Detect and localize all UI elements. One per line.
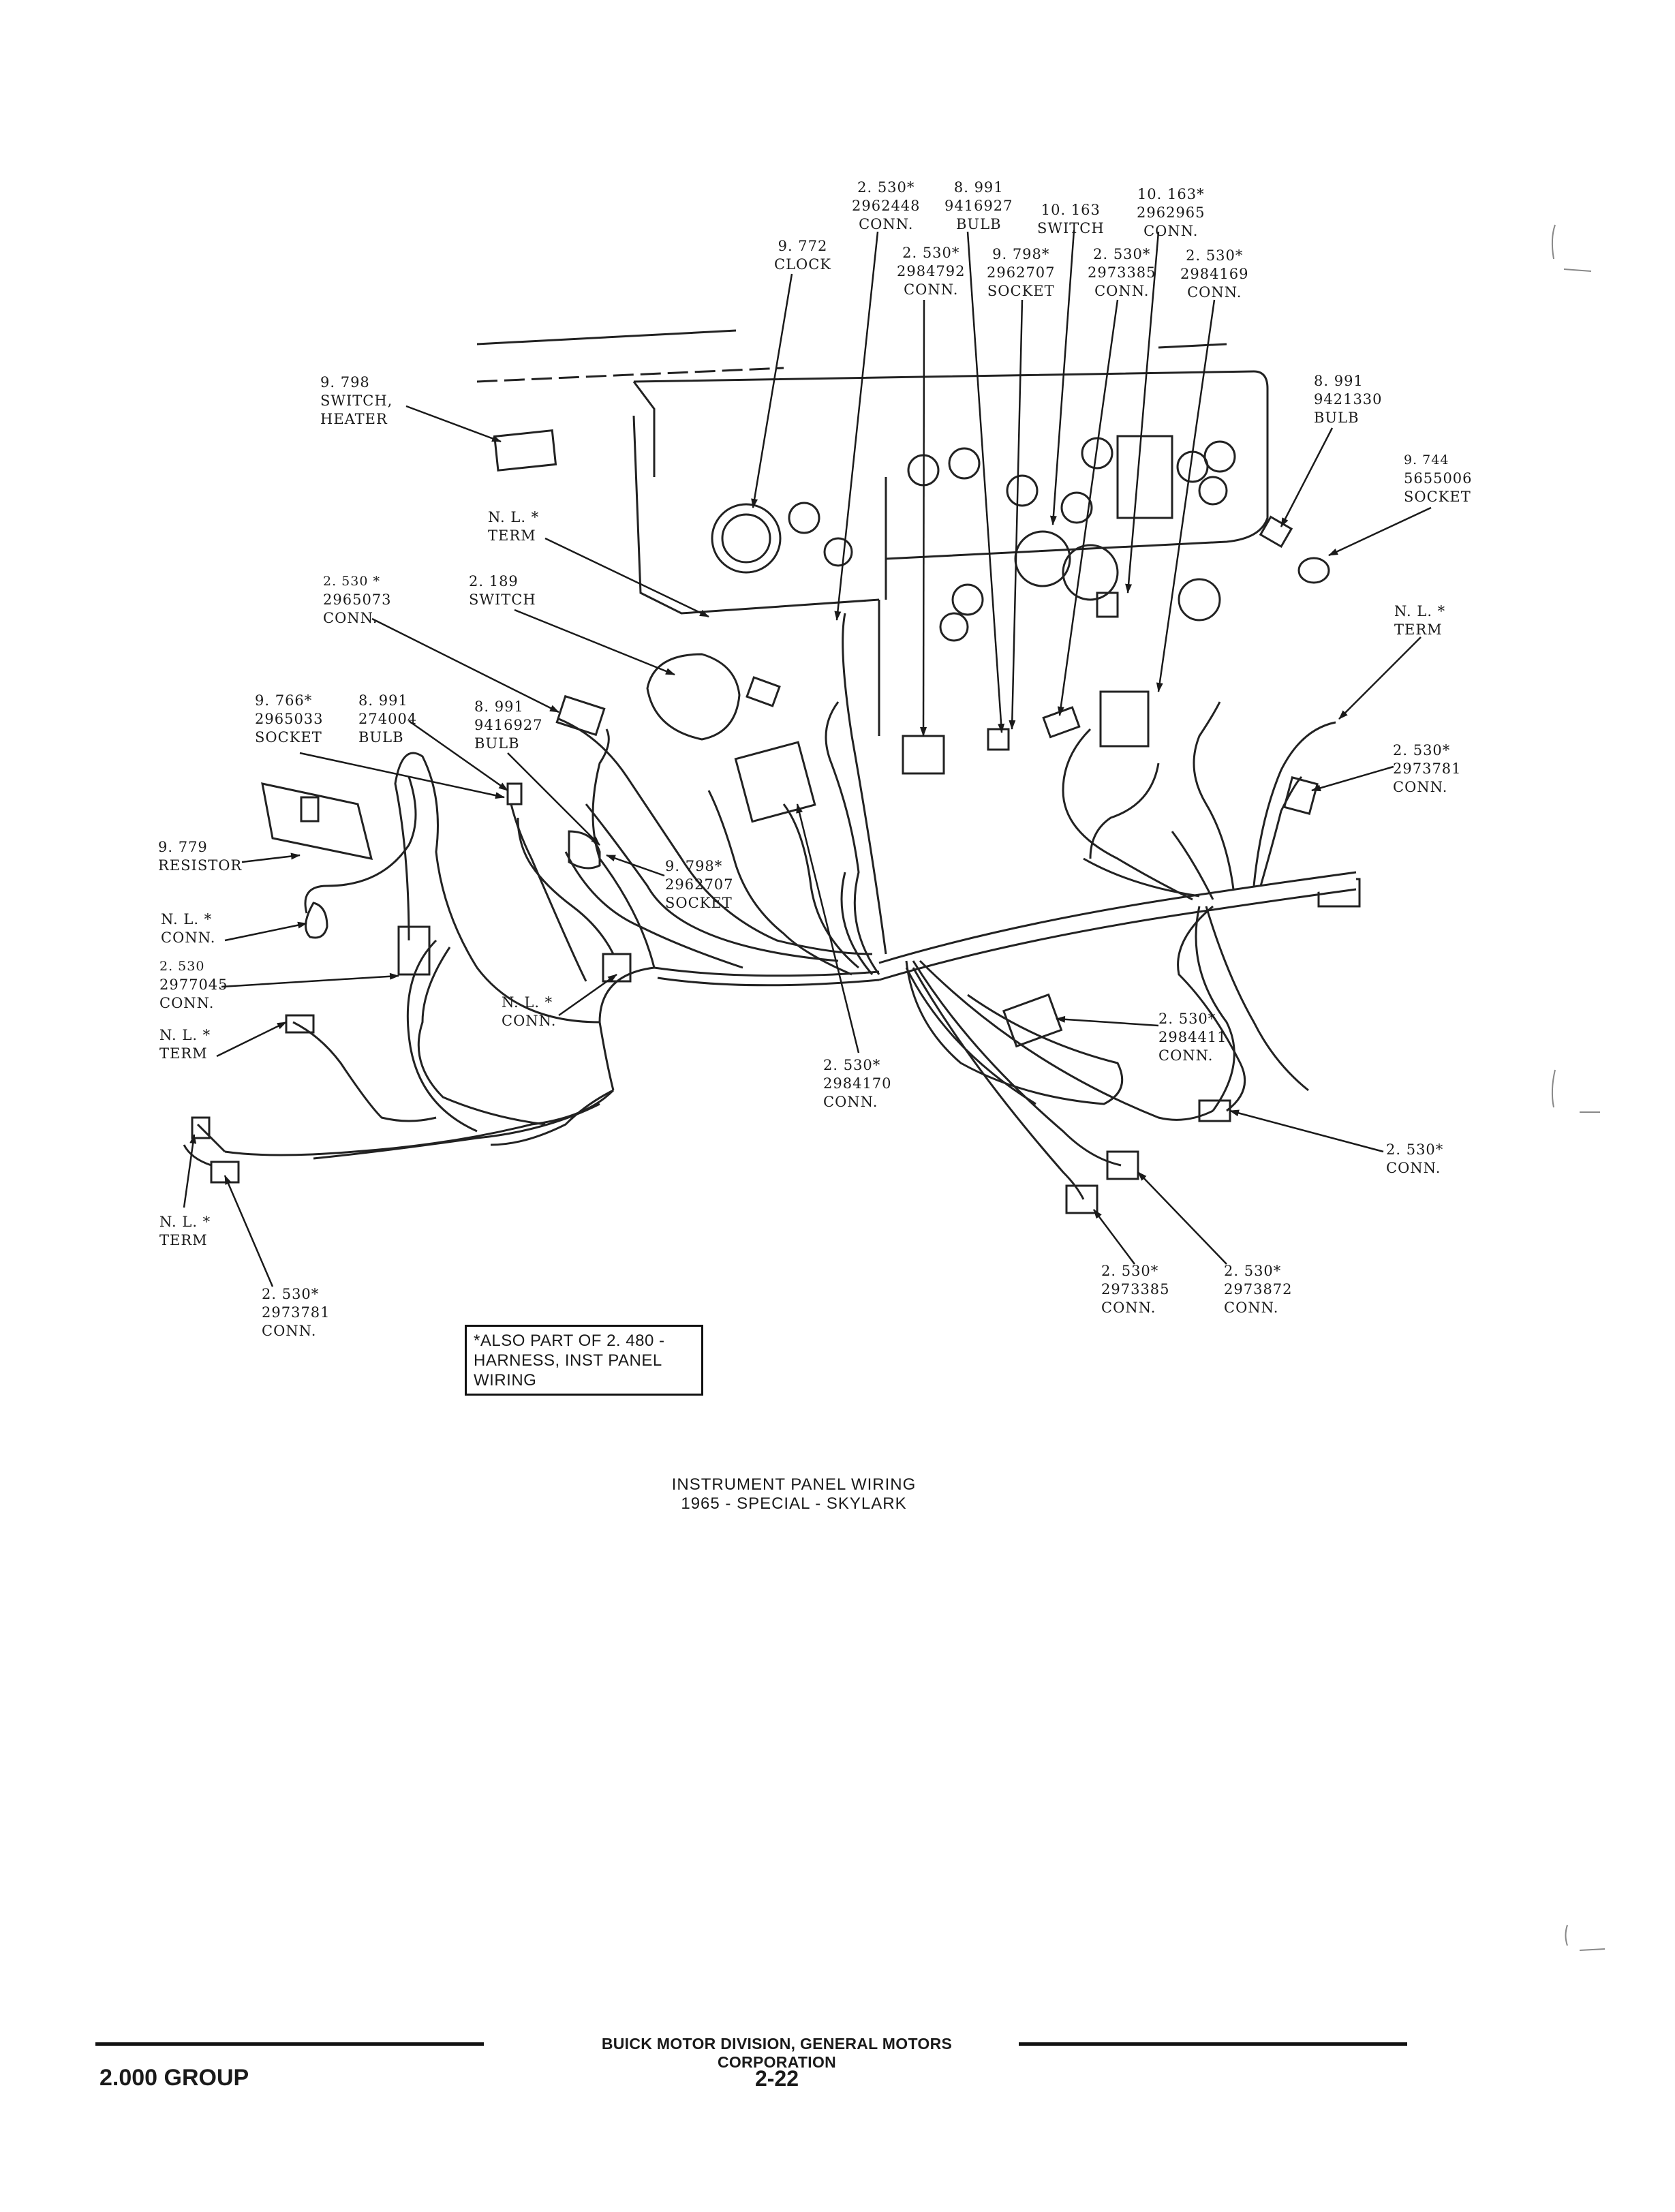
- leader-conn-2973385-top: [1057, 299, 1119, 716]
- margin-marks: [1551, 224, 1605, 1951]
- caption-subtitle: 1965 - SPECIAL - SKYLARK: [681, 1494, 907, 1513]
- leader-bulb-9416927-mid: [507, 752, 600, 846]
- components: [191, 429, 1361, 1214]
- leader-conn-2962965: [1125, 231, 1160, 594]
- leader-conn-2984411: [1056, 1015, 1159, 1027]
- leader-conn-2965073: [371, 617, 559, 713]
- leader-bulb-9416927-top: [966, 231, 1005, 733]
- leader-switch-2189: [514, 609, 675, 676]
- leader-term-left-top: [544, 537, 709, 618]
- leader-conn-2977045: [221, 972, 399, 988]
- leader-switch-10163: [1049, 230, 1075, 525]
- leader-socket-5655006: [1328, 506, 1432, 557]
- leader-conn-left: [224, 921, 307, 942]
- leader-conn-2973781-right: [1311, 765, 1394, 792]
- leader-term-right: [1338, 636, 1422, 720]
- leader-bulb-274004: [408, 720, 508, 792]
- label-conn-right-low: 2. 530*CONN.: [1386, 1141, 1444, 1176]
- label-term-left-top: N. L. *TERM: [488, 509, 540, 544]
- leader-conn-right-low: [1229, 1109, 1384, 1153]
- footer-publisher: BUICK MOTOR DIVISION, GENERAL MOTORS COR…: [601, 2035, 953, 2071]
- leader-socket-2962707-top: [1009, 299, 1024, 730]
- leader-socket-2962707-mid: [606, 854, 665, 877]
- instrument-panel-gauges: [711, 435, 1236, 642]
- leader-resistor: [241, 852, 301, 863]
- leader-lines: [183, 230, 1432, 1287]
- leader-clock: [751, 273, 793, 508]
- leader-conn-2962448: [834, 231, 879, 621]
- caption-title: INSTRUMENT PANEL WIRING: [671, 1475, 917, 1494]
- leader-switch-heater: [405, 405, 502, 443]
- instrument-panel-housing: [476, 329, 1269, 736]
- label-term-left-mid: N. L. *TERM: [159, 1027, 211, 1062]
- leader-conn-2973385-bottom: [1093, 1209, 1135, 1265]
- footer-group: 2.000 GROUP: [99, 2065, 249, 2091]
- leader-conn-2984169: [1156, 299, 1216, 692]
- label-conn-mid: N. L. *CONN.: [502, 994, 557, 1029]
- leader-conn-2984170: [796, 803, 860, 1054]
- leader-conn-mid: [558, 973, 617, 1017]
- leader-conn-2973781-bottom: [224, 1175, 274, 1287]
- leader-socket-2965033: [299, 752, 505, 799]
- leader-conn-2984792: [920, 299, 927, 737]
- leader-term-left-low: [183, 1134, 197, 1208]
- leader-conn-2973872: [1137, 1171, 1227, 1265]
- label-conn-left: N. L. *CONN.: [161, 911, 216, 946]
- page-number: 2-22: [754, 2066, 799, 2091]
- label-term-left-low: N. L. *TERM: [159, 1214, 211, 1248]
- note-box: *ALSO PART OF 2. 480 -HARNESS, INST PANE…: [465, 1325, 703, 1396]
- label-term-right: N. L. *TERM: [1394, 603, 1446, 638]
- leader-bulb-9421330: [1280, 427, 1334, 527]
- footer-rule-right: [1019, 2042, 1407, 2046]
- footer-rule-left: [95, 2042, 484, 2046]
- diagram-caption: INSTRUMENT PANEL WIRING 1965 - SPECIAL -…: [613, 1475, 974, 1514]
- leader-term-left-mid: [216, 1021, 287, 1058]
